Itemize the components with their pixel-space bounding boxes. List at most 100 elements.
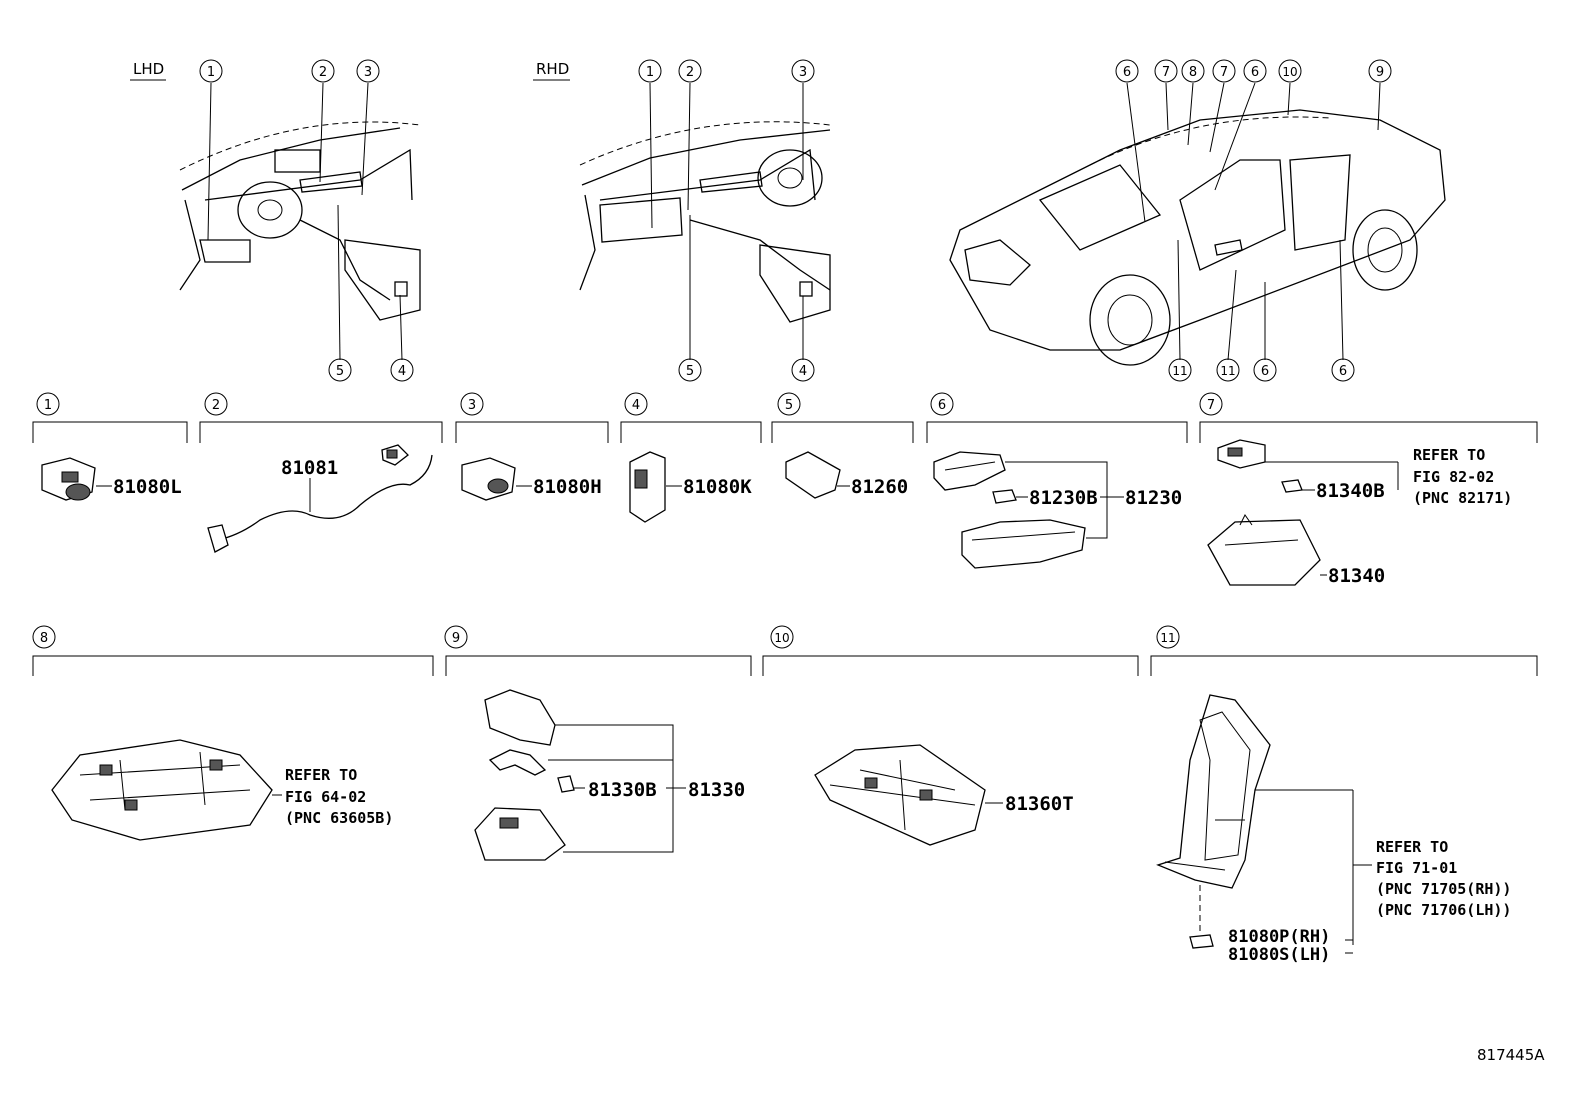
- section-7-refer-line2: FIG 82-02: [1413, 468, 1494, 486]
- part-81230B: 81230B: [1029, 487, 1098, 509]
- svg-text:11: 11: [1172, 364, 1187, 378]
- section-11-refer-line1: REFER TO: [1376, 838, 1448, 856]
- svg-text:7: 7: [1207, 398, 1215, 413]
- part-81080S-LH: 81080S(LH): [1228, 945, 1330, 965]
- lhd-callout-5: 5: [328, 358, 352, 382]
- part-81360T: 81360T: [1005, 793, 1074, 815]
- car-callout-10: 10: [1278, 59, 1302, 83]
- section-6-parts: 81230B 81230: [933, 451, 1182, 569]
- section-7-refer-line1: REFER TO: [1413, 446, 1485, 464]
- section-7-refer-line3: (PNC 82171): [1413, 489, 1512, 507]
- lhd-dashboard-view: LHD 1 2 3 5 4: [130, 59, 421, 382]
- part-81080P-RH: 81080P(RH): [1228, 927, 1330, 947]
- car-callout-7a: 7: [1154, 59, 1178, 83]
- section-3-number: 3: [460, 392, 484, 416]
- part-81340B: 81340B: [1316, 480, 1385, 502]
- car-callout-7b: 7: [1212, 59, 1236, 83]
- lhd-callout-1: 1: [199, 59, 223, 83]
- section-11-refer-line3: (PNC 71705(RH)): [1376, 880, 1511, 898]
- section-4-part: 81080K: [629, 451, 752, 523]
- section-6-number: 6: [930, 392, 954, 416]
- section-10-part: 81360T: [814, 744, 1074, 846]
- section-8-part: REFER TO FIG 64-02 (PNC 63605B): [51, 739, 393, 841]
- svg-text:5: 5: [785, 398, 793, 413]
- svg-text:8: 8: [1189, 65, 1197, 80]
- part-81230: 81230: [1125, 487, 1182, 509]
- lhd-label: LHD: [133, 60, 164, 78]
- section-1-part: 81080L: [41, 457, 182, 501]
- row1-brackets: [32, 421, 1538, 443]
- car-callout-8: 8: [1181, 59, 1205, 83]
- section-8-number: 8: [32, 625, 56, 649]
- section-3-part: 81080H: [461, 457, 602, 501]
- section-1-number: 1: [36, 392, 60, 416]
- svg-text:5: 5: [336, 364, 344, 379]
- part-81330B: 81330B: [588, 779, 657, 801]
- part-81330: 81330: [688, 779, 745, 801]
- section-8-refer-line2: FIG 64-02: [285, 788, 366, 806]
- rhd-callout-2: 2: [678, 59, 702, 83]
- section-9-parts: 81330B 81330: [474, 689, 745, 861]
- car-callout-6d: 6: [1331, 358, 1355, 382]
- section-9-number: 9: [444, 625, 468, 649]
- svg-text:6: 6: [1261, 364, 1269, 379]
- section-8-refer-line1: REFER TO: [285, 766, 357, 784]
- svg-text:6: 6: [938, 398, 946, 413]
- svg-text:4: 4: [632, 398, 640, 413]
- svg-text:1: 1: [207, 65, 215, 80]
- svg-text:7: 7: [1162, 65, 1170, 80]
- section-11-number: 11: [1156, 625, 1180, 649]
- svg-text:11: 11: [1160, 631, 1175, 645]
- rhd-dashboard-view: RHD 1 2 3 5 4: [533, 59, 831, 382]
- svg-text:9: 9: [452, 631, 460, 646]
- car-view: 6 7 8 7 6 10 9 11 11 6 6: [949, 59, 1446, 382]
- svg-text:6: 6: [1251, 65, 1259, 80]
- svg-text:11: 11: [1220, 364, 1235, 378]
- svg-text:6: 6: [1123, 65, 1131, 80]
- svg-text:10: 10: [1282, 65, 1297, 79]
- svg-text:8: 8: [40, 631, 48, 646]
- section-7-number: 7: [1199, 392, 1223, 416]
- section-11-parts: 81080P(RH) 81080S(LH) REFER TO FIG 71-01…: [1156, 694, 1511, 965]
- section-2-part: 81081: [207, 444, 433, 553]
- car-callout-11a: 11: [1168, 358, 1192, 382]
- section-5-part: 81260: [785, 451, 908, 499]
- car-callout-6b: 6: [1243, 59, 1267, 83]
- rhd-label: RHD: [536, 60, 569, 78]
- part-81260: 81260: [851, 476, 908, 498]
- part-81080K: 81080K: [683, 476, 752, 498]
- svg-text:6: 6: [1339, 364, 1347, 379]
- svg-text:2: 2: [686, 65, 694, 80]
- section-11-refer-line4: (PNC 71706(LH)): [1376, 901, 1511, 919]
- svg-text:1: 1: [646, 65, 654, 80]
- row2-brackets: [32, 655, 1538, 676]
- svg-text:4: 4: [398, 364, 406, 379]
- svg-text:10: 10: [774, 631, 789, 645]
- car-callout-9: 9: [1368, 59, 1392, 83]
- rhd-callout-4: 4: [791, 358, 815, 382]
- figure-id: 817445A: [1477, 1046, 1545, 1064]
- svg-text:9: 9: [1376, 65, 1384, 80]
- part-81340: 81340: [1328, 565, 1385, 587]
- part-81080H: 81080H: [533, 476, 602, 498]
- svg-text:3: 3: [364, 65, 372, 80]
- section-11-refer-line2: FIG 71-01: [1376, 859, 1457, 877]
- rhd-callout-1: 1: [638, 59, 662, 83]
- svg-text:3: 3: [468, 398, 476, 413]
- rhd-callout-3: 3: [791, 59, 815, 83]
- part-81080L: 81080L: [113, 476, 182, 498]
- section-5-number: 5: [777, 392, 801, 416]
- section-4-number: 4: [624, 392, 648, 416]
- svg-text:7: 7: [1220, 65, 1228, 80]
- svg-text:4: 4: [799, 364, 807, 379]
- section-8-refer-line3: (PNC 63605B): [285, 809, 393, 827]
- rhd-callout-5: 5: [678, 358, 702, 382]
- svg-text:2: 2: [319, 65, 327, 80]
- car-callout-11b: 11: [1216, 358, 1240, 382]
- car-callout-6c: 6: [1253, 358, 1277, 382]
- svg-text:2: 2: [212, 398, 220, 413]
- svg-text:3: 3: [799, 65, 807, 80]
- section-2-number: 2: [204, 392, 228, 416]
- section-7-parts: 81340B 81340 REFER TO FIG 82-02 (PNC 821…: [1207, 439, 1512, 587]
